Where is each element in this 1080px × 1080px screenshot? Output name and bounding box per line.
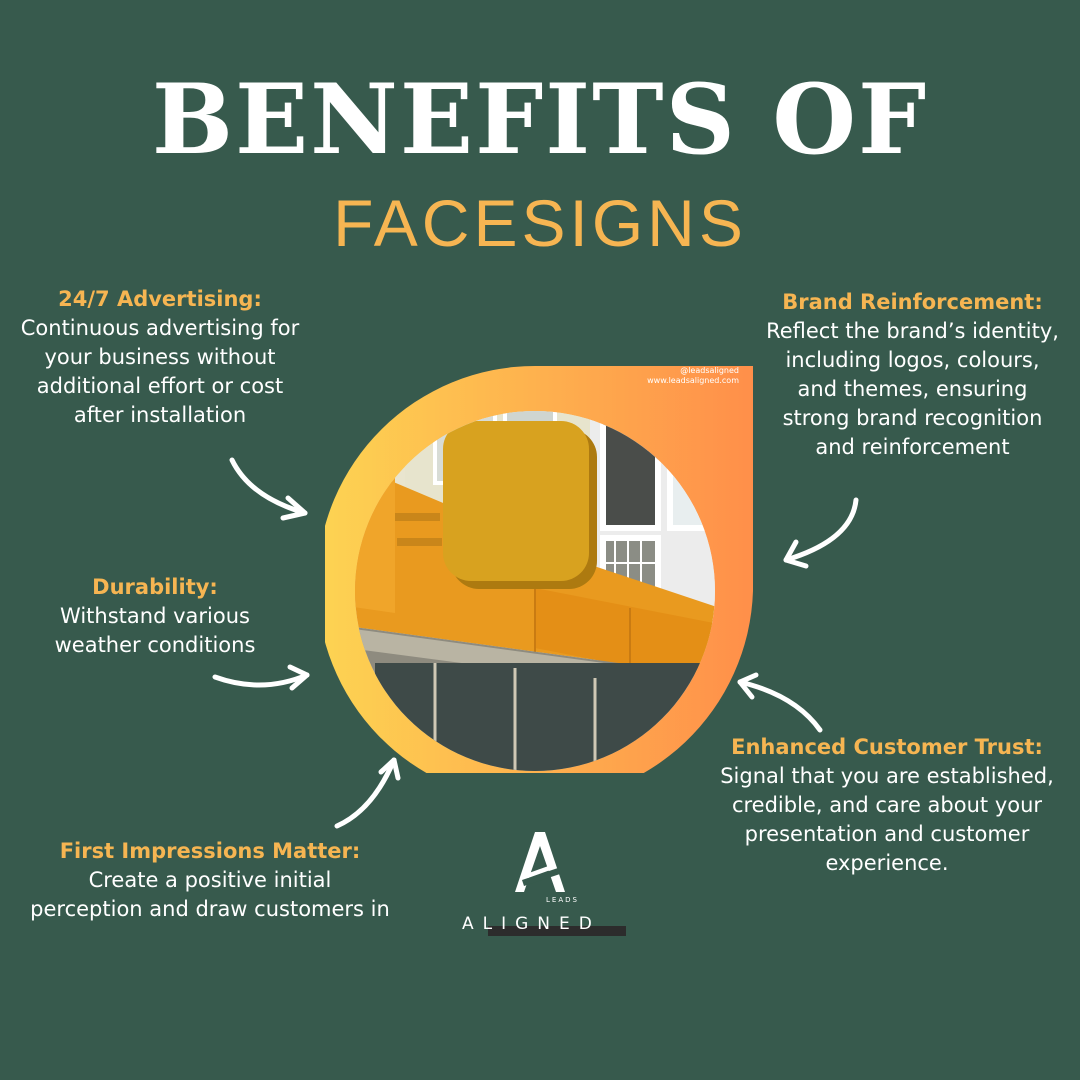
benefit-advertising: 24/7 Advertising: Continuous advertising… — [10, 285, 310, 430]
facesign-photo: @leadsaligned www.leadsaligned.com — [325, 366, 753, 773]
benefit-brand-reinforcement: Brand Reinforcement: Reflect the brand’s… — [765, 288, 1060, 462]
curved-arrow-icon — [737, 672, 823, 733]
benefit-heading: First Impressions Matter: — [59, 839, 361, 863]
benefit-text: Continuous advertising for your business… — [20, 316, 300, 427]
curved-arrow-icon — [212, 664, 310, 691]
benefit-text: Reflect the brand’s identity, including … — [766, 319, 1059, 459]
logo-leads-text: LEADS — [546, 896, 579, 904]
curved-arrow-icon — [334, 757, 401, 829]
benefit-heading: Durability: — [92, 575, 218, 599]
logo-underline — [488, 926, 626, 936]
benefit-heading: Enhanced Customer Trust: — [731, 735, 1043, 759]
page-title: BENEFITS OF — [151, 63, 929, 176]
benefit-durability: Durability: Withstand various weather co… — [20, 573, 290, 660]
benefit-heading: Brand Reinforcement: — [782, 290, 1043, 314]
page-subtitle: FACESIGNS — [333, 186, 747, 260]
benefit-heading: 24/7 Advertising: — [58, 287, 262, 311]
benefit-text: Withstand various weather conditions — [54, 604, 256, 657]
benefit-customer-trust: Enhanced Customer Trust: Signal that you… — [712, 733, 1062, 878]
curved-arrow-icon — [783, 497, 859, 569]
logo-aligned-text: ALIGNED — [462, 914, 601, 934]
logo-mark-icon — [515, 832, 565, 892]
curved-arrow-icon — [229, 457, 308, 521]
benefit-first-impressions: First Impressions Matter: Create a posit… — [30, 837, 390, 924]
benefit-text: Signal that you are established, credibl… — [720, 764, 1054, 875]
watermark-url: www.leadsaligned.com — [647, 376, 739, 385]
leads-aligned-logo: LEADS ALIGNED — [460, 830, 630, 940]
benefit-text: Create a positive initial perception and… — [30, 868, 390, 921]
watermark-handle: @leadsaligned — [680, 366, 739, 375]
